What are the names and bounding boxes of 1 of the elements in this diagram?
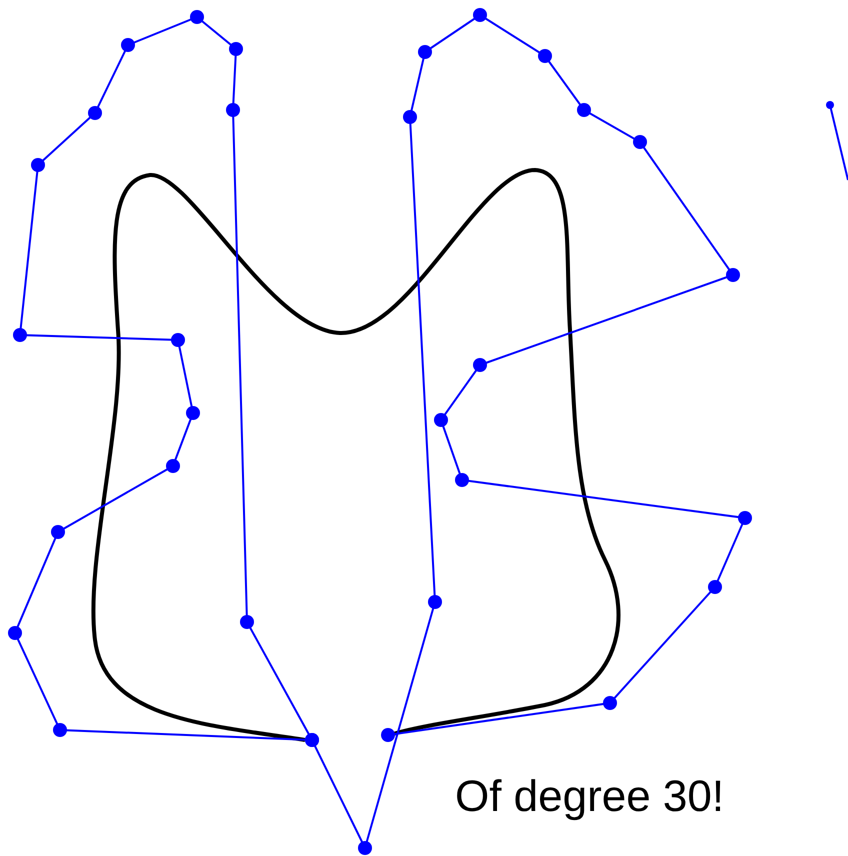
annotation-text: Of degree 30! bbox=[455, 772, 724, 822]
